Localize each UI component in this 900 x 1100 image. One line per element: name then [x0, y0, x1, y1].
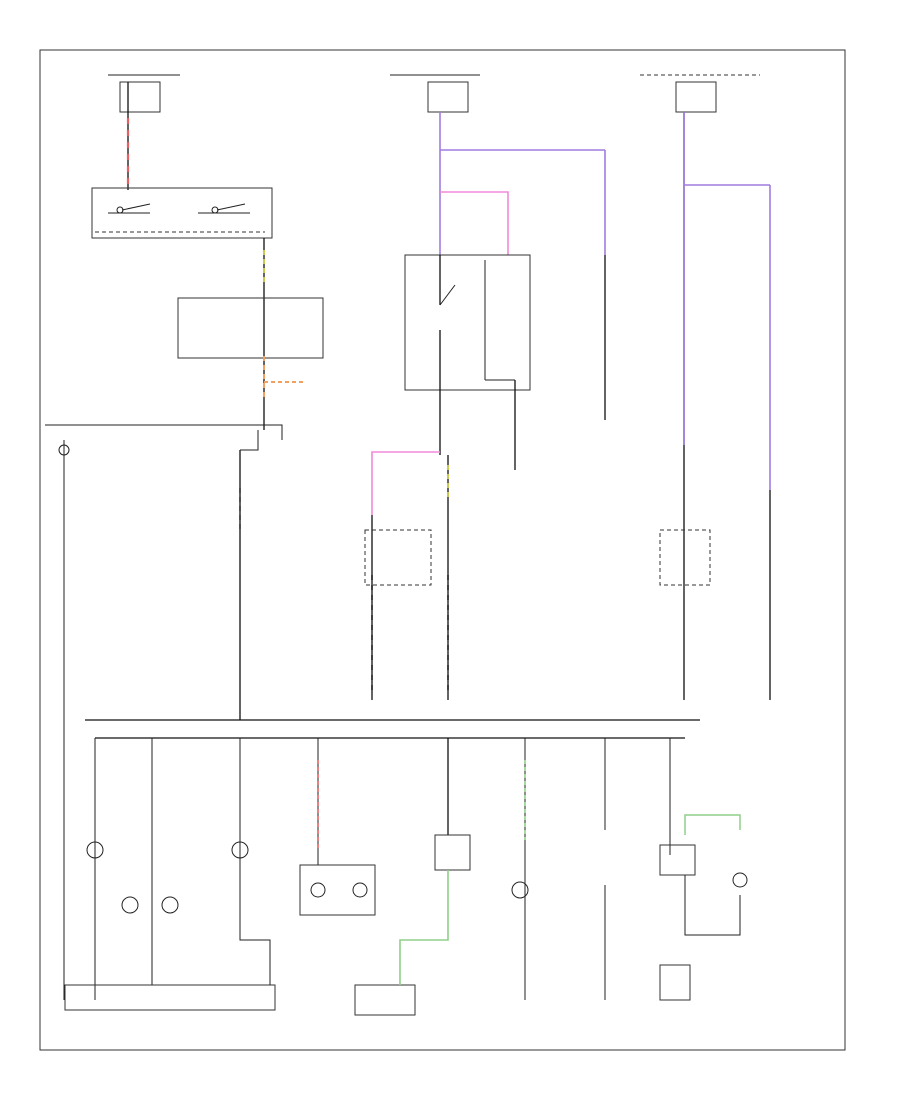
connector-center [45, 424, 283, 1000]
right-side-markers [447, 455, 711, 700]
fuse-top-left [108, 74, 180, 190]
bus-bars [85, 719, 700, 1000]
ground-connectors [64, 870, 691, 1016]
top-center-fuse [390, 74, 606, 255]
switch-to-connector-wire [177, 238, 324, 430]
light-switch [91, 187, 273, 239]
left-side-markers [364, 451, 440, 700]
bottom-lamp-bank [86, 814, 748, 1000]
diagram-frame [39, 49, 846, 1051]
relay-switch-box [404, 254, 606, 470]
top-right-fuse [640, 74, 771, 700]
